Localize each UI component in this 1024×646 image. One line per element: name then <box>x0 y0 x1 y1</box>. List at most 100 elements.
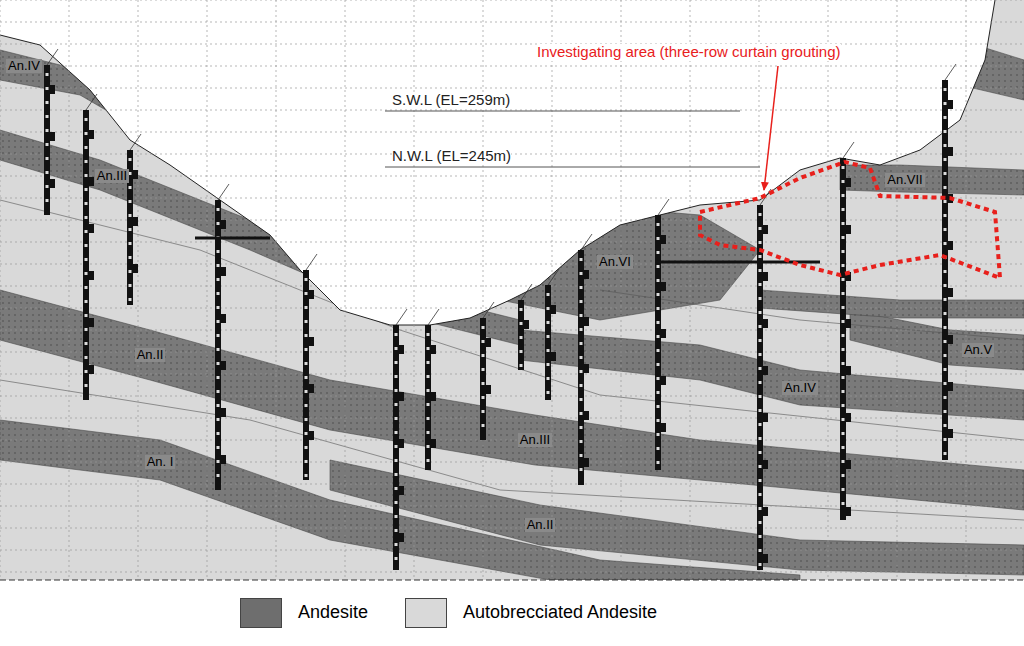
test-mark <box>133 170 138 179</box>
core-mark <box>759 325 762 328</box>
core-mark <box>944 382 947 385</box>
core-mark <box>580 426 583 429</box>
core-mark <box>547 321 550 324</box>
core-mark <box>842 278 845 281</box>
core-mark <box>85 300 88 303</box>
grid-line <box>0 88 1024 89</box>
core-mark <box>85 356 88 359</box>
core-mark <box>944 270 947 273</box>
core-mark <box>759 353 762 356</box>
core-mark <box>395 515 398 518</box>
core-mark <box>657 335 660 338</box>
core-mark <box>944 410 947 413</box>
core-mark <box>580 468 583 471</box>
core-mark <box>520 322 523 325</box>
grid-line <box>0 396 1024 397</box>
core-mark <box>395 459 398 462</box>
core-mark <box>427 403 430 406</box>
test-mark <box>846 507 851 516</box>
test-mark <box>89 318 94 327</box>
water-level-label: S.W.L (EL=259m) <box>392 92 510 109</box>
leader-arrow <box>764 66 778 190</box>
test-mark <box>399 533 404 542</box>
borehole-log <box>578 250 584 485</box>
core-mark <box>842 390 845 393</box>
core-mark <box>759 507 762 510</box>
core-mark <box>759 451 762 454</box>
core-mark <box>520 308 523 311</box>
core-mark <box>842 432 845 435</box>
core-mark <box>944 340 947 343</box>
core-mark <box>46 87 49 90</box>
core-mark <box>657 391 660 394</box>
core-mark <box>547 377 550 380</box>
test-mark <box>846 319 851 328</box>
core-mark <box>85 370 88 373</box>
borehole-log <box>44 65 50 215</box>
core-mark <box>759 563 762 566</box>
core-mark <box>944 186 947 189</box>
borehole-marker <box>945 64 956 80</box>
core-mark <box>217 292 220 295</box>
core-mark <box>944 116 947 119</box>
test-mark <box>221 220 226 229</box>
grid-line <box>483 0 484 580</box>
core-mark <box>657 419 660 422</box>
core-mark <box>427 389 430 392</box>
core-mark <box>580 370 583 373</box>
core-mark <box>217 446 220 449</box>
core-mark <box>46 157 49 160</box>
core-mark <box>85 188 88 191</box>
core-mark <box>657 223 660 226</box>
test-mark <box>89 224 94 233</box>
core-mark <box>305 404 308 407</box>
core-mark <box>46 199 49 202</box>
core-mark <box>842 460 845 463</box>
core-mark <box>759 297 762 300</box>
borehole-marker <box>218 184 229 200</box>
core-mark <box>305 320 308 323</box>
layer-label: An.IV <box>6 59 42 73</box>
core-mark <box>305 292 308 295</box>
core-mark <box>657 237 660 240</box>
core-mark <box>759 381 762 384</box>
grid-line <box>828 0 829 580</box>
core-mark <box>85 314 88 317</box>
grid-line <box>0 440 1024 441</box>
core-mark <box>759 549 762 552</box>
test-mark <box>431 439 436 448</box>
test-mark <box>661 329 666 338</box>
grid-line <box>0 484 1024 485</box>
core-mark <box>85 132 88 135</box>
grid-line <box>0 550 1024 551</box>
grid-line <box>966 0 967 580</box>
test-mark <box>584 270 589 279</box>
borehole-log <box>303 270 309 480</box>
test-mark <box>763 272 768 281</box>
water-level-line <box>385 167 760 168</box>
core-mark <box>427 431 430 434</box>
borehole-log <box>393 325 399 570</box>
core-mark <box>944 158 947 161</box>
core-mark <box>482 340 485 343</box>
test-mark <box>948 288 953 297</box>
core-mark <box>395 445 398 448</box>
core-mark <box>305 474 308 477</box>
core-mark <box>657 349 660 352</box>
core-mark <box>759 409 762 412</box>
core-mark <box>944 144 947 147</box>
core-mark <box>395 361 398 364</box>
core-mark <box>482 410 485 413</box>
investigating-area-outline <box>700 162 1000 278</box>
callout-label: Investigating area (three-row curtain gr… <box>537 44 841 61</box>
core-mark <box>520 350 523 353</box>
grid-line <box>0 242 1024 243</box>
core-mark <box>842 502 845 505</box>
core-mark <box>580 440 583 443</box>
test-mark <box>221 408 226 417</box>
core-mark <box>85 272 88 275</box>
test-mark <box>661 235 666 244</box>
layer-label: An.VII <box>885 173 924 187</box>
core-mark <box>944 312 947 315</box>
